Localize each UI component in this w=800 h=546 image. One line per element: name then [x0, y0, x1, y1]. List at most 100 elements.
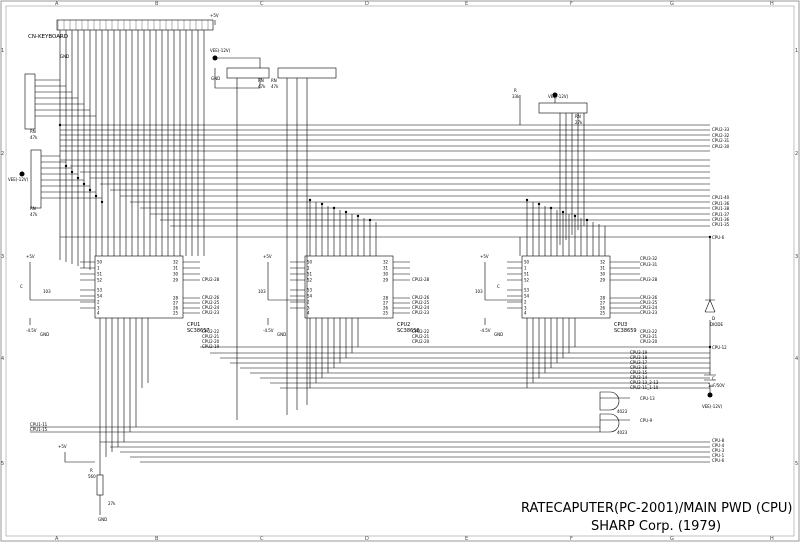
- cap-ref-1: C: [20, 284, 23, 289]
- bus-label-lower: CPU3-15: [630, 370, 648, 375]
- frame-column-top-G: G: [670, 1, 674, 7]
- chip3-right-pin-32: 32: [600, 260, 606, 265]
- bus-label-left: CPU1-15: [30, 427, 48, 432]
- rn27k-ref: RN: [575, 114, 581, 119]
- cpu12-label: CPU-12: [712, 345, 727, 350]
- cpu3-net-label: CPU3-22: [640, 329, 658, 334]
- cpu2-net-label: CPU2-20: [412, 339, 430, 344]
- title-line2: SHARP Corp. (1979): [591, 519, 721, 534]
- frame-column-top-C: C: [260, 1, 264, 7]
- gate1-part: 4023: [617, 409, 628, 414]
- frame-column-top-D: D: [365, 1, 369, 7]
- bus-label-left: CPU1-11: [30, 422, 48, 427]
- chip3-right-pin-30: 30: [600, 272, 606, 277]
- frame-column-top-E: E: [465, 1, 468, 7]
- neg-label-2: -4.5V: [263, 328, 274, 333]
- cpu2-net-label: CPU2-22: [412, 329, 430, 334]
- cpu1-net-label: CPU2-23: [202, 310, 220, 315]
- chip3-left-pin-53: 53: [524, 288, 530, 293]
- bus-label-bottom: CPU-1: [712, 453, 725, 458]
- bus-label-mid: CPU1-36: [712, 201, 730, 206]
- bus-label-lower: CPU3-13_2-13: [630, 380, 659, 385]
- chip3-left-pin-3: 3: [524, 306, 527, 311]
- chip1-left-pin-50: 50: [97, 260, 103, 265]
- p5v-label-2: +5V: [263, 254, 272, 259]
- bus-label-lower: CPU2-11_1-10: [630, 385, 659, 390]
- bus-label-lower: CPU3-14: [630, 375, 648, 380]
- junction-dots: [19, 55, 713, 398]
- cpu1-net-label: CPU2-26: [202, 295, 220, 300]
- chip1-left-pin-4: 4: [97, 311, 100, 316]
- chip2-right-pin-28: 28: [383, 296, 389, 301]
- p5v-label-4: +5V: [58, 444, 67, 449]
- bus-label-mid: CPU1-35: [712, 222, 730, 227]
- frame-column-bottom-C: C: [260, 536, 264, 542]
- cpu2-net-label: CPU2-23: [412, 310, 430, 315]
- title-line1: RATECAPUTER(PC-2001)/MAIN PWD (CPU): [521, 501, 792, 516]
- frame-row-left-1: 1: [1, 48, 4, 54]
- chip1-right-pin-29: 29: [173, 278, 179, 283]
- generated-labels: 5015152535423432313029282726255015152535…: [30, 20, 730, 463]
- cpu3-net-label: CPU3-26: [640, 295, 658, 300]
- r560-ref: R: [90, 468, 93, 473]
- cpu3-net-label: CPU3-31: [640, 262, 658, 267]
- resistor-network-top-a: [226, 67, 270, 79]
- frame-row-right-1: 1: [795, 48, 798, 54]
- gnd-label-2: GND: [277, 332, 286, 337]
- chip3-right-pin-26: 26: [600, 306, 606, 311]
- frame-row-left-4: 4: [1, 356, 4, 362]
- frame-column-top-F: F: [570, 1, 573, 7]
- vee-label-bottom-right: VEE(-12V): [702, 404, 723, 409]
- cpu3-net-label: CPU3-20: [640, 339, 658, 344]
- sheet-inner-frame: [5, 5, 795, 537]
- bus-label-lower: CPU3-19: [630, 350, 648, 355]
- chip3-left-pin-50: 50: [524, 260, 530, 265]
- rn47k-b-value: 47k: [271, 84, 279, 89]
- cpu13-label: CPU-13: [640, 396, 655, 401]
- frame-row-left-3: 3: [1, 254, 4, 260]
- chip-cpu2: [304, 255, 394, 319]
- cpu1-net-label: CPU2-19: [202, 344, 220, 349]
- chip3-left-pin-51: 51: [524, 272, 530, 277]
- bus-label-bottom: CPU-6: [712, 458, 725, 463]
- cap-ref-right: C: [712, 376, 715, 381]
- chip2-left-pin-1: 1: [307, 266, 310, 271]
- gate2-part: 4023: [617, 430, 628, 435]
- neg-label-3: -4.5V: [480, 328, 491, 333]
- chip1-right-pin-31: 31: [173, 266, 179, 271]
- chip2-right-pin-32: 32: [383, 260, 389, 265]
- p5v-label-1: +5V: [26, 254, 35, 259]
- frame-row-left-2: 2: [1, 151, 4, 157]
- chip3-left-pin-1: 1: [524, 266, 527, 271]
- chip2-ref: CPU2: [397, 322, 410, 328]
- bus-label-top: CPU2-33: [712, 127, 730, 132]
- frame-row-right-5: 5: [795, 461, 798, 467]
- vee-label-right: VEE(-12V): [548, 94, 569, 99]
- chip2-part: SC38658: [397, 328, 420, 334]
- cpu1-net-label: CPU2-24: [202, 305, 220, 310]
- cpu2-net-label: CPU2-28: [412, 277, 430, 282]
- bus-label-mid: CPU1-38: [712, 206, 730, 211]
- chip1-ref: CPU1: [187, 322, 200, 328]
- chip1-left-pin-3: 3: [97, 306, 100, 311]
- frame-column-top-H: H: [770, 1, 774, 7]
- chip-cpu1: [94, 255, 184, 319]
- rn47k-a-value: 47k: [258, 84, 266, 89]
- frame-column-bottom-F: F: [570, 536, 573, 542]
- chip2-right-pin-25: 25: [383, 311, 389, 316]
- chip3-ref: CPU3: [614, 322, 627, 328]
- cpu2-net-label: CPU2-24: [412, 305, 430, 310]
- chip2-left-pin-51: 51: [307, 272, 313, 277]
- labels: CN-KEYBOARD +5V VEE(-12V) GND GND VEE(-1…: [8, 13, 792, 534]
- cpu1-net-label: CPU2-20: [202, 339, 220, 344]
- cpu3-net-label: CPU3-32: [640, 256, 658, 261]
- cpu2-net-label: CPU2-26: [412, 295, 430, 300]
- vee-label-left: VEE(-12V): [8, 177, 29, 182]
- rn47k-d-ref: RN: [30, 206, 36, 211]
- chip3-right-pin-27: 27: [600, 301, 606, 306]
- diode-ref: D: [712, 316, 715, 321]
- gnd-label-4: GND: [98, 517, 107, 522]
- gnd-label-3: GND: [494, 332, 503, 337]
